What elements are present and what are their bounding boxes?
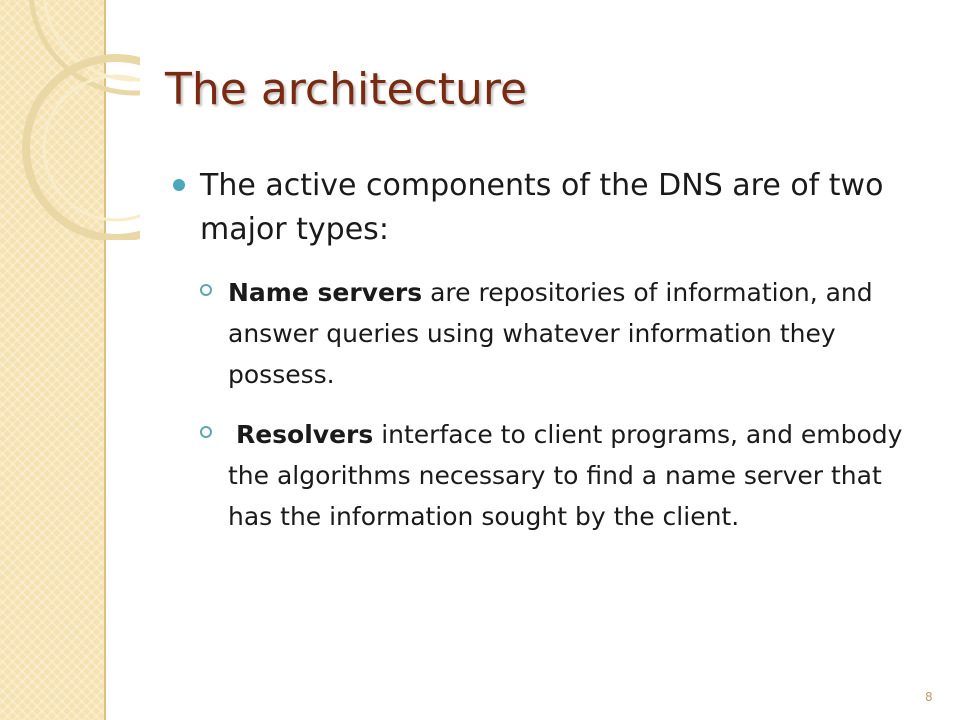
main-bullet-text: The active components of the DNS are of …: [200, 168, 884, 247]
sub-bullet-term: Name servers: [228, 278, 423, 307]
sub-bullet-description: are repositories of information, and ans…: [228, 278, 873, 389]
sub-bullet-name-servers: Name servers are repositories of informa…: [228, 272, 918, 395]
sub-bullet-resolvers: Resolvers interface to client programs, …: [228, 414, 918, 537]
sub-bullet-description: interface to client programs, and embody…: [228, 420, 903, 531]
decorative-rings: [22, 0, 140, 240]
sub-bullet-term: Resolvers: [235, 420, 374, 449]
sub-bullet-ring-icon: [200, 426, 212, 438]
side-band-edge: [104, 0, 106, 720]
bullet-dot-icon: [173, 179, 185, 191]
sub-bullet-ring-icon: [200, 284, 212, 296]
decorative-side-band: [0, 0, 104, 720]
page-number: 8: [925, 690, 933, 704]
slide-title: The architecture: [165, 64, 528, 115]
